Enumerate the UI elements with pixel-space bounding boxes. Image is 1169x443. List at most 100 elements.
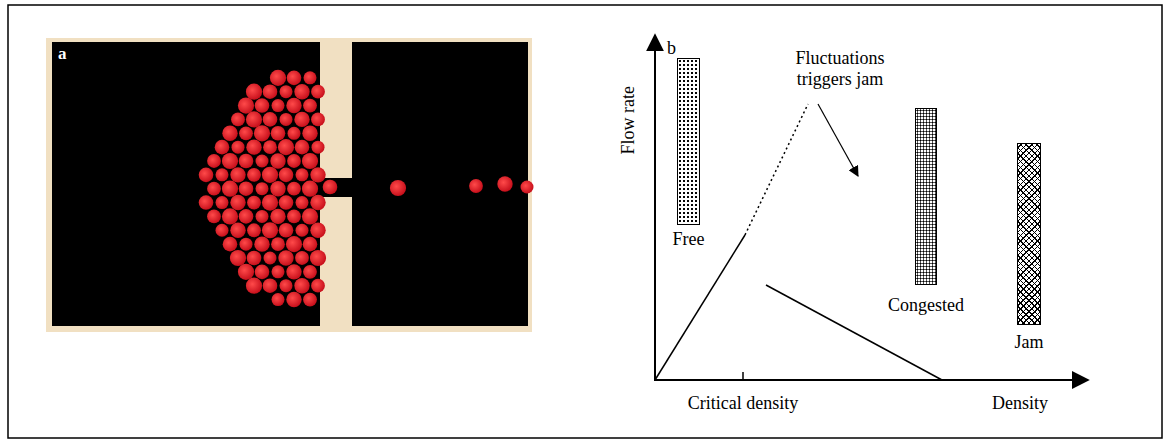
particle [263, 112, 278, 127]
particle [230, 250, 246, 266]
particle [231, 113, 245, 127]
particle [278, 139, 294, 155]
bar-fill [677, 58, 700, 225]
particle [270, 70, 286, 86]
particle [238, 97, 254, 113]
particle [239, 181, 254, 196]
figure-border [8, 5, 1162, 438]
particle [223, 237, 238, 252]
jam-arrow [818, 104, 858, 176]
particle [272, 293, 285, 306]
particle [247, 168, 261, 182]
particle [199, 195, 214, 210]
particle [280, 279, 293, 292]
particle [294, 278, 309, 293]
particle [323, 180, 338, 195]
panel-letter: b [667, 38, 676, 59]
particle [207, 154, 221, 168]
bar-fill [1017, 143, 1041, 325]
particle [230, 195, 245, 210]
particle [240, 238, 253, 251]
particle [254, 125, 270, 141]
particle [294, 112, 309, 127]
particle [232, 141, 245, 154]
particle [279, 195, 294, 210]
particle [302, 126, 317, 141]
bar-fill [915, 108, 937, 285]
particle [287, 182, 301, 196]
particle [255, 98, 270, 113]
wall-opening [320, 178, 352, 197]
axis-label: Flow rate [618, 86, 639, 154]
particle [270, 153, 285, 168]
state-bar: Congested [915, 108, 937, 285]
particle [280, 85, 293, 98]
particle [286, 292, 301, 307]
particle [286, 236, 302, 252]
particle [256, 154, 269, 167]
particle [295, 140, 310, 155]
particle [230, 223, 245, 238]
particle [247, 223, 261, 237]
particle [311, 85, 325, 99]
particle [247, 251, 262, 266]
metastable-line [745, 104, 808, 235]
particle [521, 181, 534, 194]
particle [271, 126, 286, 141]
particle [222, 208, 238, 224]
y-axis [654, 35, 656, 381]
particle [222, 181, 238, 197]
particle [270, 209, 285, 224]
particle [263, 140, 277, 154]
axis-label: Density [992, 393, 1048, 414]
particle [288, 127, 301, 140]
particle [239, 126, 253, 140]
particle [246, 111, 262, 127]
particle [230, 167, 245, 182]
state-bar: Free [677, 58, 700, 225]
particle [238, 264, 254, 280]
particle [310, 167, 325, 182]
particle [303, 293, 317, 307]
particle [263, 278, 278, 293]
axis-label: Critical density [688, 393, 798, 414]
particle [303, 99, 317, 113]
particle [302, 181, 318, 197]
particle [262, 194, 278, 210]
particle [295, 251, 309, 265]
free-flow-line [655, 235, 745, 380]
particle [303, 265, 317, 279]
right-chamber [352, 42, 528, 326]
particle [264, 251, 277, 264]
particle [469, 179, 483, 193]
particle [207, 210, 221, 224]
particle [296, 224, 309, 237]
x-axis [654, 379, 1088, 381]
particle [199, 168, 214, 183]
particle [287, 210, 301, 224]
particle [302, 153, 318, 169]
particle [310, 223, 325, 238]
particle [216, 196, 229, 209]
particle [287, 71, 302, 86]
particle [246, 84, 262, 100]
particle [312, 141, 325, 154]
particle [263, 84, 278, 99]
axis-tick [742, 372, 744, 380]
particle [296, 168, 309, 181]
particle [286, 98, 301, 113]
particle [296, 196, 309, 209]
particle [247, 196, 261, 210]
state-label: Free [673, 230, 705, 250]
state-label: Jam [1015, 333, 1044, 353]
particle [271, 237, 285, 251]
panel-letter: a [58, 44, 67, 64]
particle [390, 180, 406, 196]
particle [207, 182, 221, 196]
particle [286, 264, 301, 279]
particle [256, 210, 269, 223]
left-chamber [52, 42, 320, 326]
annotation: Fluctuations triggers jam [778, 48, 902, 89]
